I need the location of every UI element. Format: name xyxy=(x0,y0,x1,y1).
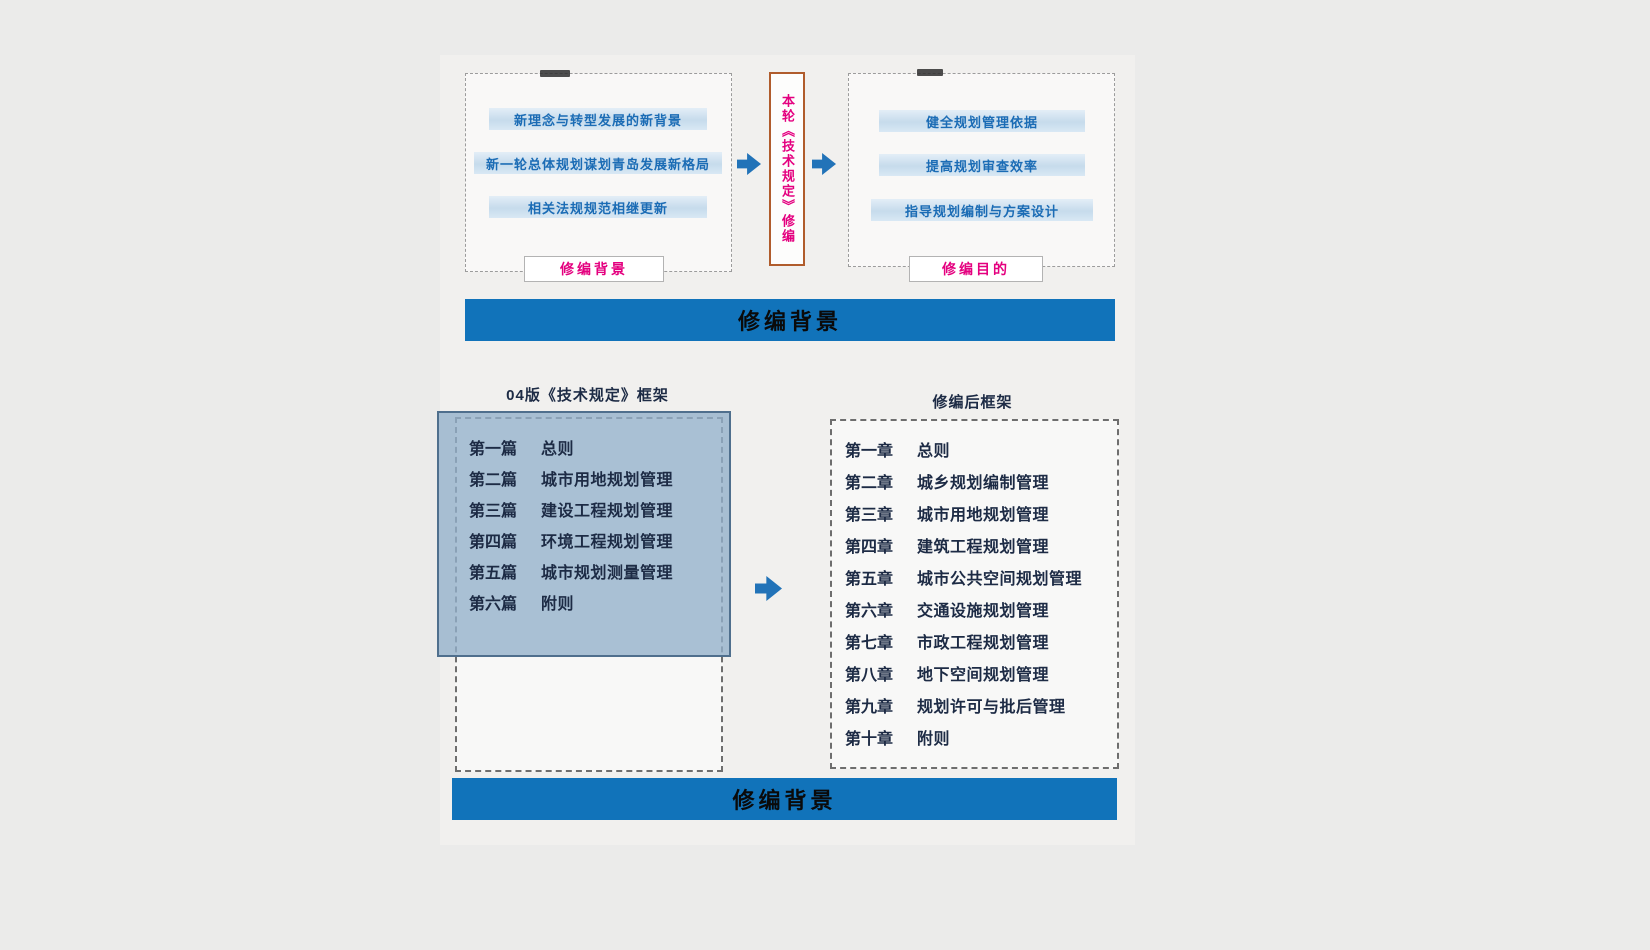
chapter-title: 附则 xyxy=(917,731,951,748)
list-item: 第一篇 总则 xyxy=(469,431,673,462)
chapter-title: 地下空间规划管理 xyxy=(917,667,1050,684)
chapter-number: 第六篇 xyxy=(469,595,518,613)
list-item: 第六章 交通设施规划管理 xyxy=(845,593,1082,625)
list-item: 第八章 地下空间规划管理 xyxy=(845,657,1082,689)
chapter-number: 第十章 xyxy=(845,731,894,748)
list-item: 第四篇 环境工程规划管理 xyxy=(469,524,673,555)
background-label: 修编背景 xyxy=(524,256,664,282)
chapter-number: 第二篇 xyxy=(469,471,518,489)
revision-center-text: 本轮《技术规定》修编 xyxy=(780,94,795,244)
background-item-1: 新理念与转型发展的新背景 xyxy=(489,108,707,130)
chapter-number: 第五章 xyxy=(845,571,894,588)
chapter-title: 城市规划测量管理 xyxy=(541,564,674,582)
list-item: 第一章 总则 xyxy=(845,433,1082,465)
list-item: 第十章 附则 xyxy=(845,721,1082,753)
chapter-number: 第六章 xyxy=(845,603,894,620)
purpose-item-3: 指导规划编制与方案设计 xyxy=(871,199,1093,221)
chapter-title: 附则 xyxy=(541,595,575,613)
old-framework-highlight xyxy=(437,411,731,657)
list-item: 第二章 城乡规划编制管理 xyxy=(845,465,1082,497)
new-framework-list: 第一章 总则 第二章 城乡规划编制管理 第三章 城市用地规划管理 第四章 建筑工… xyxy=(845,433,1082,753)
chapter-title: 城市用地规划管理 xyxy=(541,471,674,489)
new-framework-title: 修编后框架 xyxy=(932,393,1013,411)
chapter-number: 第一篇 xyxy=(469,440,518,458)
chapter-number: 第九章 xyxy=(845,699,894,716)
section-banner-bottom: 修编背景 xyxy=(452,778,1117,820)
list-item: 第二篇 城市用地规划管理 xyxy=(469,462,673,493)
chapter-title: 城乡规划编制管理 xyxy=(917,475,1050,492)
chapter-number: 第五篇 xyxy=(469,564,518,582)
list-item: 第五篇 城市规划测量管理 xyxy=(469,555,673,586)
scan-artifact-left xyxy=(540,70,570,77)
old-framework-title: 04版《技术规定》框架 xyxy=(506,386,669,404)
list-item: 第四章 建筑工程规划管理 xyxy=(845,529,1082,561)
purpose-item-1: 健全规划管理依据 xyxy=(879,110,1085,132)
chapter-number: 第二章 xyxy=(845,475,894,492)
chapter-title: 规划许可与批后管理 xyxy=(917,699,1066,716)
list-item: 第九章 规划许可与批后管理 xyxy=(845,689,1082,721)
chapter-title: 市政工程规划管理 xyxy=(917,635,1050,652)
purpose-label: 修编目的 xyxy=(909,256,1043,282)
chapter-number: 第八章 xyxy=(845,667,894,684)
list-item: 第五章 城市公共空间规划管理 xyxy=(845,561,1082,593)
new-framework-box xyxy=(830,419,1119,769)
purpose-item-2: 提高规划审查效率 xyxy=(879,154,1085,176)
revision-center-box: 本轮《技术规定》修编 xyxy=(769,72,805,266)
chapter-title: 建设工程规划管理 xyxy=(541,502,674,520)
chapter-number: 第七章 xyxy=(845,635,894,652)
old-framework-list: 第一篇 总则 第二篇 城市用地规划管理 第三篇 建设工程规划管理 第四篇 环境工… xyxy=(469,431,673,617)
section-banner-top: 修编背景 xyxy=(465,299,1115,341)
chapter-number: 第三章 xyxy=(845,507,894,524)
chapter-title: 交通设施规划管理 xyxy=(917,603,1050,620)
chapter-title: 环境工程规划管理 xyxy=(541,533,674,551)
background-item-3: 相关法规规范相继更新 xyxy=(489,196,707,218)
scan-artifact-right xyxy=(917,69,943,76)
chapter-title: 城市公共空间规划管理 xyxy=(917,571,1083,588)
list-item: 第三章 城市用地规划管理 xyxy=(845,497,1082,529)
list-item: 第七章 市政工程规划管理 xyxy=(845,625,1082,657)
chapter-title: 总则 xyxy=(917,443,951,460)
chapter-number: 第四篇 xyxy=(469,533,518,551)
chapter-title: 总则 xyxy=(541,440,575,458)
list-item: 第六篇 附则 xyxy=(469,586,673,617)
background-item-2: 新一轮总体规划谋划青岛发展新格局 xyxy=(474,152,722,174)
chapter-number: 第一章 xyxy=(845,443,894,460)
chapter-title: 城市用地规划管理 xyxy=(917,507,1050,524)
list-item: 第三篇 建设工程规划管理 xyxy=(469,493,673,524)
chapter-number: 第四章 xyxy=(845,539,894,556)
chapter-number: 第三篇 xyxy=(469,502,518,520)
chapter-title: 建筑工程规划管理 xyxy=(917,539,1050,556)
